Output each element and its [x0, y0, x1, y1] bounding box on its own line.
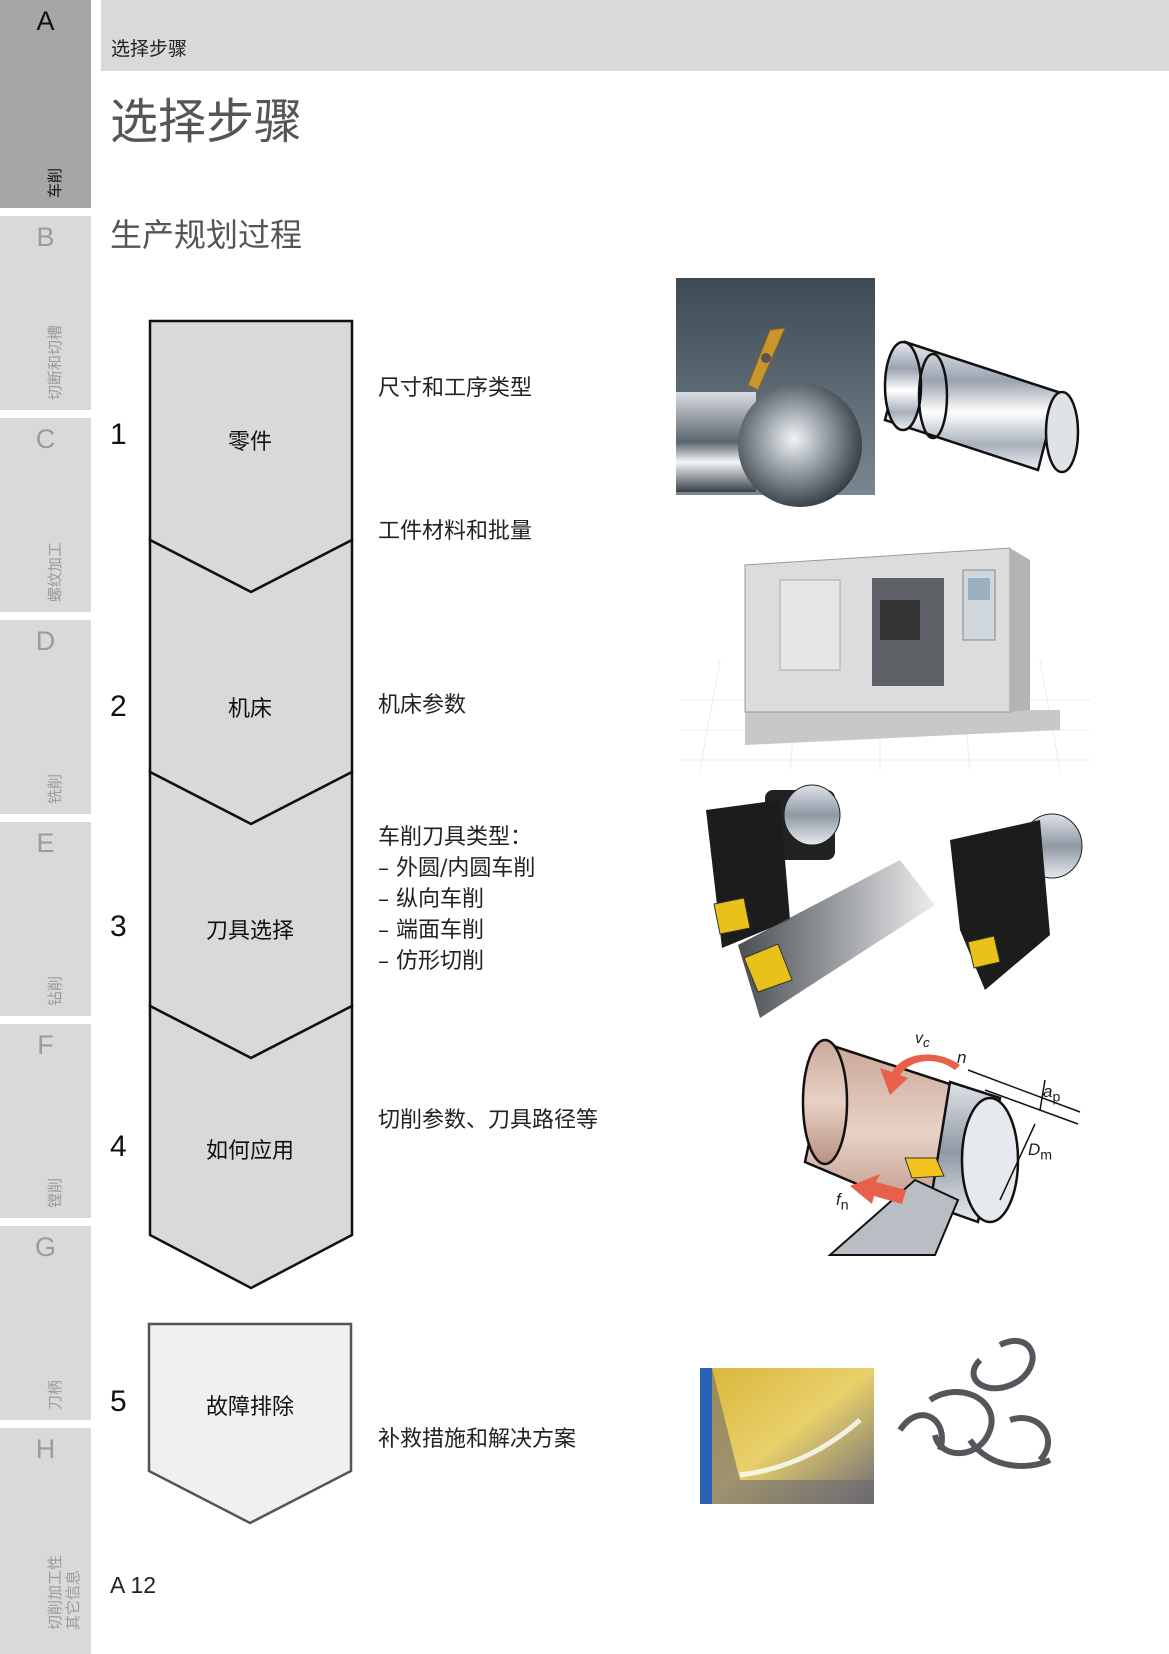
label-vc-sub: c [923, 1035, 930, 1051]
list-item: – 纵向车削 [378, 887, 484, 912]
label-vc-main: v [915, 1030, 923, 1047]
insert-wear-photo [700, 1368, 874, 1504]
turning-tools-illustration [706, 784, 1083, 1018]
tab-letter: E [36, 828, 55, 858]
step-label-application: 如何应用 [205, 1139, 294, 1164]
label-dm-sub: m [1040, 1147, 1053, 1164]
sidebar-tab-f[interactable]: F 镗削 [0, 1024, 91, 1218]
step-number-3: 3 [110, 910, 127, 943]
step-shape-application [148, 1003, 354, 1290]
list-item: – 仿形切削 [378, 949, 484, 974]
breadcrumb: 选择步骤 [111, 38, 188, 60]
tab-letter: D [35, 626, 56, 656]
label-dm-main: D [1028, 1140, 1041, 1159]
desc-material: 工件材料和批量 [378, 519, 533, 544]
desc-dimensions: 尺寸和工序类型 [378, 376, 533, 401]
label-ap-sub: p [1052, 1089, 1061, 1106]
sidebar-tab-g[interactable]: G 刀柄 [0, 1226, 91, 1420]
tab-letter: A [36, 6, 55, 36]
step-label-machine: 机床 [227, 697, 272, 722]
tool-types-list: – 外圆/内圆车削 – 纵向车削 – 端面车削 – 仿形切削 [378, 853, 535, 977]
label-fn-sub: n [840, 1197, 849, 1214]
step-shape-troubleshooting [147, 1322, 353, 1525]
label-fn-main: f [836, 1190, 841, 1209]
list-item: – 外圆/内圆车削 [378, 856, 536, 881]
label-dm: Dm [1028, 1140, 1052, 1163]
desc-machine-params: 机床参数 [378, 693, 467, 718]
turning-operation-photo [676, 278, 875, 507]
tool-types-title: 车削刀具类型： [378, 825, 533, 850]
stepped-shaft-drawing [883, 340, 1080, 474]
header-band: 选择步骤 [101, 0, 1169, 71]
step-number-4: 4 [110, 1130, 127, 1163]
step-number-2: 2 [110, 690, 127, 723]
sidebar-tab-a[interactable]: A 车削 [0, 0, 91, 208]
tab-letter: C [35, 424, 56, 454]
desc-remedies: 补救措施和解决方案 [378, 1427, 577, 1452]
page-number: A 12 [110, 1572, 157, 1598]
label-fn: fn [836, 1190, 849, 1213]
tab-letter: F [37, 1030, 54, 1060]
tab-letter: B [36, 222, 55, 252]
step-number-1: 1 [110, 418, 127, 451]
sidebar-tab-d[interactable]: D 铣削 [0, 620, 91, 814]
tab-letter: G [34, 1232, 56, 1262]
desc-tool-types: 车削刀具类型： – 外圆/内圆车削 – 纵向车削 – 端面车削 – 仿形切削 [378, 822, 535, 977]
sidebar-tab-b[interactable]: B 切断和切槽 [0, 216, 91, 410]
list-item: – 端面车削 [378, 918, 484, 943]
step-shape-part [148, 319, 354, 594]
sidebar-tab-c[interactable]: C 螺纹加工 [0, 418, 91, 612]
page-title: 选择步骤 [110, 94, 303, 150]
label-n: n [957, 1048, 967, 1067]
step-label-tool-selection: 刀具选择 [205, 919, 294, 944]
step-label-part: 零件 [227, 430, 272, 455]
label-vc: vc [915, 1030, 930, 1050]
sidebar-tab-e[interactable]: E 钻削 [0, 822, 91, 1016]
section-title: 生产规划过程 [110, 216, 303, 254]
step-label-troubleshooting: 故障排除 [205, 1395, 294, 1420]
cnc-lathe-illustration [680, 547, 1090, 771]
metal-chips-photo [897, 1337, 1052, 1469]
label-ap-main: a [1043, 1082, 1053, 1101]
tab-letter: H [35, 1434, 56, 1464]
sidebar-tab-h[interactable]: H 切削加工性 其它信息 [0, 1428, 91, 1654]
label-ap: ap [1043, 1082, 1060, 1105]
cutting-parameters-diagram [801, 1038, 1081, 1256]
desc-cutting-params: 切削参数、刀具路径等 [378, 1108, 599, 1133]
step-number-5: 5 [110, 1385, 127, 1418]
